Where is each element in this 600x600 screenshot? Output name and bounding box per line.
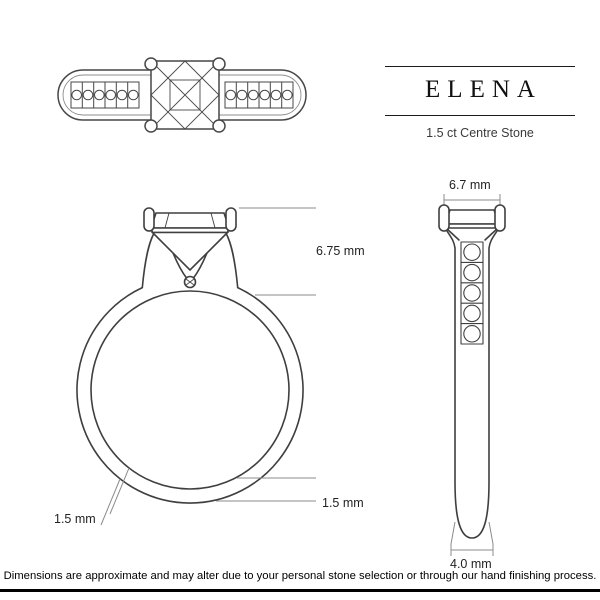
prong-icons <box>143 207 237 232</box>
prong-icons <box>144 57 226 133</box>
dimension-label-head-height: 6.75 mm <box>316 244 365 258</box>
footer-disclaimer: Dimensions are approximate and may alter… <box>3 570 597 582</box>
ring-side-view <box>438 194 506 556</box>
channel-stones-side <box>460 241 484 345</box>
dimension-lines-front <box>100 207 316 526</box>
princess-stone-top <box>150 60 220 130</box>
dimension-label-band-thickness: 1.5 mm <box>322 496 364 510</box>
channel-stones-left <box>70 81 140 109</box>
centre-stone-front <box>149 212 231 272</box>
dimension-label-stone-width: 6.7 mm <box>449 178 491 192</box>
dimension-label-band-width: 1.5 mm <box>54 512 96 526</box>
title-rule-top <box>385 66 575 67</box>
ring-name: ELENA <box>425 76 542 103</box>
shank-profile <box>444 227 500 539</box>
title-rule-bottom <box>385 115 575 116</box>
ring-front-view <box>76 207 316 526</box>
centre-stone-side <box>443 209 501 241</box>
accent-diamond <box>183 275 197 289</box>
band-circles <box>76 286 304 504</box>
title-block: ELENA 1.5 ct Centre Stone <box>385 66 575 140</box>
footer-rule <box>0 589 600 592</box>
ring-top-view <box>57 57 307 133</box>
centre-stone-caption: 1.5 ct Centre Stone <box>426 126 534 140</box>
prong-icons <box>438 204 506 232</box>
channel-stones-right <box>224 81 294 109</box>
dimension-label-shank-width: 4.0 mm <box>450 557 492 571</box>
dimension-lines-side <box>443 194 501 556</box>
